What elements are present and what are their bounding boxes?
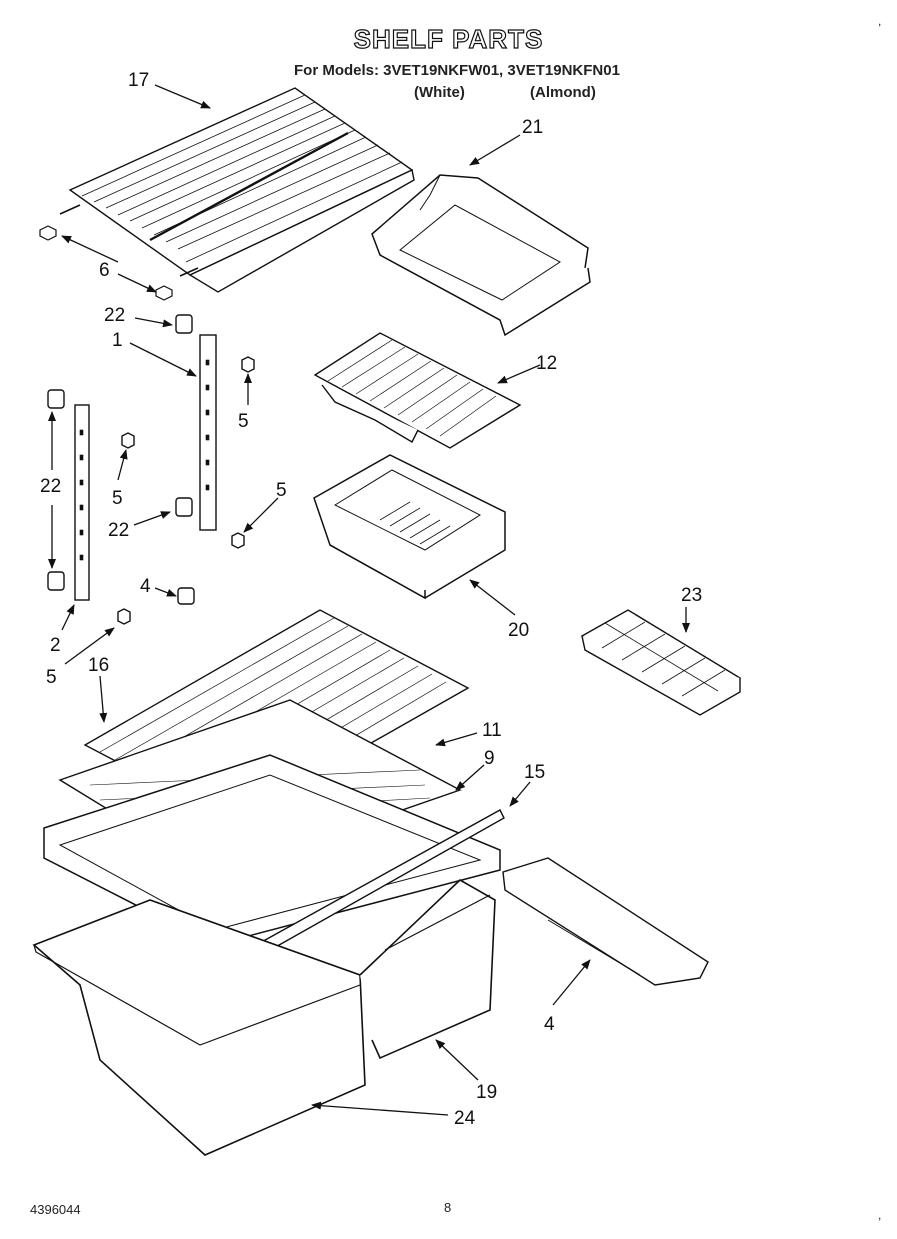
callout-15: 15 (524, 762, 545, 783)
callout-20: 20 (508, 620, 529, 641)
callout-22-upper: 22 (104, 305, 125, 326)
color-almond-label: (Almond) (530, 84, 596, 101)
callout-1: 1 (112, 330, 123, 351)
callout-17: 17 (128, 70, 149, 91)
callout-4-upper: 4 (140, 576, 151, 597)
wire-shelf-top (59, 87, 415, 293)
callout-5-lower: 5 (46, 667, 57, 688)
callout-22-lower: 22 (108, 520, 129, 541)
callout-12: 12 (536, 353, 557, 374)
callout-21: 21 (522, 117, 543, 138)
pan-frame (43, 754, 501, 946)
shelf-pins (39, 225, 173, 301)
meat-drawer (313, 454, 506, 600)
leader-lines (48, 84, 690, 1116)
ice-cube-tray (580, 609, 742, 716)
callout-9: 9 (484, 748, 495, 769)
color-white-label: (White) (414, 84, 465, 101)
pan-support-rail (502, 857, 709, 986)
storage-bin-upper (371, 174, 591, 337)
models-line: For Models: 3VET19NKFW01, 3VET19NKFN01 (294, 62, 620, 79)
callout-24: 24 (454, 1108, 476, 1129)
page-title: SHELF PARTS (353, 23, 544, 54)
callout-22-left: 22 (40, 476, 61, 497)
document-number: 4396044 (30, 1202, 81, 1217)
callout-23: 23 (681, 585, 702, 606)
corner-mark-top: , (878, 14, 882, 28)
callout-5-upper: 5 (238, 411, 249, 432)
shelf-supports (47, 314, 255, 625)
corner-mark-bottom: , (878, 1208, 882, 1222)
callout-6: 6 (99, 260, 110, 281)
callout-5-right: 5 (276, 480, 287, 501)
callout-2: 2 (50, 635, 61, 656)
callout-19: 19 (476, 1082, 497, 1103)
crisper-pans (32, 879, 496, 1156)
callout-4-lower: 4 (544, 1014, 555, 1035)
callout-5-left: 5 (112, 488, 123, 509)
callout-numbers: 17 21 6 22 1 5 12 22 5 5 22 4 20 23 2 5 … (40, 70, 702, 1129)
page-number: 8 (444, 1200, 452, 1215)
callout-11: 11 (482, 720, 502, 741)
pan-cover-shelf (313, 332, 522, 449)
callout-16: 16 (88, 655, 109, 676)
